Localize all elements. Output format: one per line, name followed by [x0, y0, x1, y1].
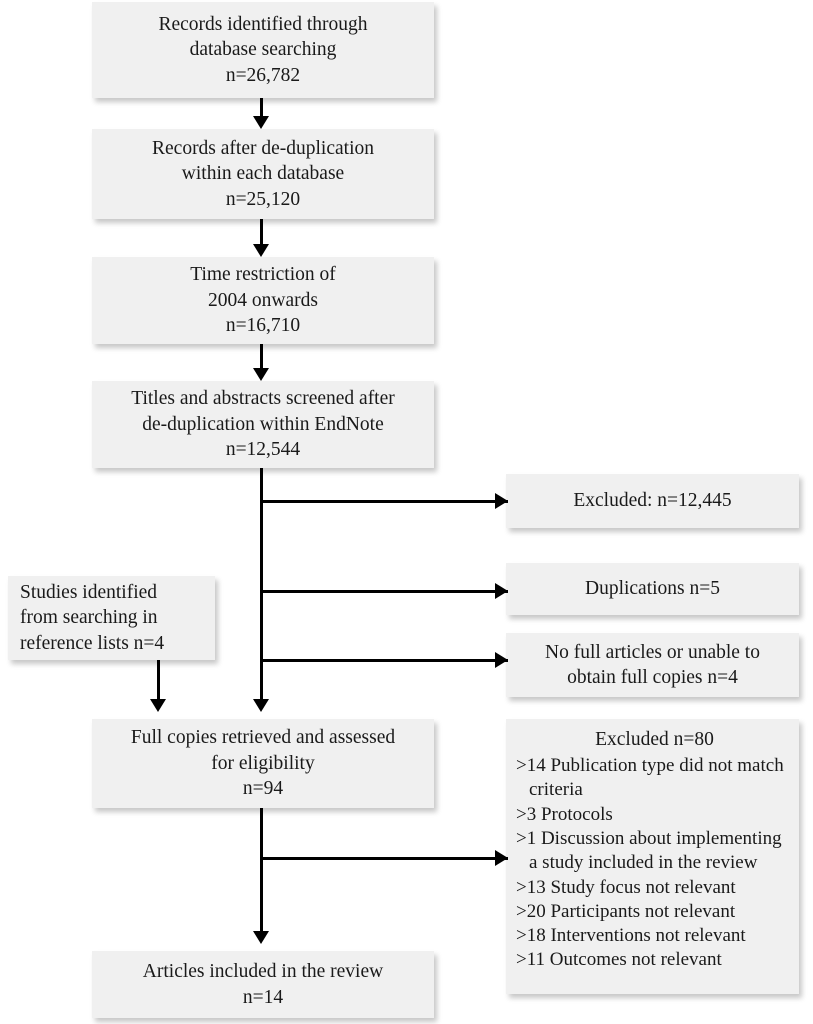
exclusion-reason: >11 Outcomes not relevant — [516, 949, 722, 971]
box-articles-included-line2: n=14 — [242, 986, 284, 1008]
box-full-copies-line2: for eligibility — [211, 752, 315, 774]
connector-spine-screening — [260, 468, 263, 700]
box-reference-lists-line1: Studies identified — [20, 581, 158, 603]
connector-to-excluded-screening — [260, 500, 508, 503]
box-time-restriction-line1: Time restriction of — [190, 264, 336, 286]
box-reference-lists-line2: from searching in — [20, 607, 158, 629]
box-records-identified-line2: database searching — [189, 39, 337, 61]
box-records-identified-line1: Records identified through — [158, 13, 368, 35]
connector-identified-to-dedup — [260, 98, 263, 118]
box-full-copies-line1: Full copies retrieved and assessed — [130, 727, 396, 749]
box-full-copies-line3: n=94 — [242, 778, 284, 800]
exclusion-reason: >1 Discussion about implementing a study… — [516, 827, 782, 874]
box-no-full-articles-line2: obtain full copies n=4 — [567, 667, 738, 688]
box-excluded-eligibility-title: Excluded n=80 — [595, 729, 714, 750]
box-records-after-dedup-line1: Records after de-duplication — [152, 137, 374, 159]
exclusion-reason: >18 Interventions not relevant — [516, 925, 746, 947]
arrowhead-reference-lists-to-full-copies — [150, 699, 166, 712]
arrowhead-time-to-titles — [253, 368, 269, 381]
connector-to-no-full-articles — [260, 659, 508, 662]
box-no-full-articles: No full articles or unable to obtain ful… — [506, 633, 799, 697]
exclusion-reason: >14 Publication type did not match crite… — [516, 754, 784, 801]
exclusion-reason: >3 Protocols — [516, 803, 613, 825]
arrowhead-spine-to-full-copies — [253, 699, 269, 712]
box-excluded-eligibility: Excluded n=80 >14 Publication type did n… — [506, 719, 799, 994]
arrowhead-identified-to-dedup — [253, 116, 269, 129]
box-excluded-screening: Excluded: n=12,445 — [506, 474, 799, 528]
connector-dedup-to-time — [260, 219, 263, 244]
box-articles-included: Articles included in the review n=14 — [92, 951, 434, 1018]
box-time-restriction-line2: 2004 onwards — [208, 289, 318, 311]
box-records-after-dedup: Records after de-duplication within each… — [92, 129, 434, 219]
exclusion-reason: >13 Study focus not relevant — [516, 876, 736, 898]
box-titles-abstracts-line2: de-duplication within EndNote — [142, 413, 384, 435]
box-time-restriction-line3: n=16,710 — [225, 315, 301, 337]
arrowhead-to-duplications — [495, 583, 508, 599]
connector-spine-eligibility — [260, 808, 263, 932]
exclusion-reason: >20 Participants not relevant — [516, 900, 736, 922]
box-full-copies-assessed: Full copies retrieved and assessed for e… — [92, 719, 434, 808]
box-excluded-screening-line1: Excluded: n=12,445 — [573, 490, 732, 512]
box-records-after-dedup-line3: n=25,120 — [225, 188, 301, 210]
box-no-full-articles-line1: No full articles or unable to — [545, 641, 760, 663]
connector-to-duplications — [260, 590, 508, 593]
box-records-after-dedup-line2: within each database — [181, 163, 345, 185]
arrowhead-to-excluded-eligibility — [495, 850, 508, 866]
connector-reference-lists-to-full-copies — [157, 660, 160, 701]
box-records-identified-line3: n=26,782 — [225, 64, 301, 86]
arrowhead-dedup-to-time — [253, 244, 269, 257]
box-records-identified: Records identified through database sear… — [92, 2, 434, 98]
box-titles-abstracts-line1: Titles and abstracts screened after — [131, 388, 395, 410]
box-duplications-line1: Duplications n=5 — [584, 578, 721, 600]
connector-time-to-titles — [260, 344, 263, 369]
box-titles-abstracts-line3: n=12,544 — [225, 439, 301, 461]
box-time-restriction: Time restriction of 2004 onwards n=16,71… — [92, 257, 434, 344]
arrowhead-to-no-full-articles — [495, 652, 508, 668]
arrowhead-spine-to-included — [253, 931, 269, 944]
box-studies-from-reference-lists: Studies identified from searching in ref… — [8, 576, 215, 660]
box-titles-abstracts-screened: Titles and abstracts screened after de-d… — [92, 381, 434, 468]
box-articles-included-line1: Articles included in the review — [142, 961, 384, 983]
arrowhead-to-excluded-screening — [495, 493, 508, 509]
connector-to-excluded-eligibility — [260, 857, 508, 860]
box-duplications: Duplications n=5 — [506, 563, 799, 615]
box-reference-lists-line3: reference lists n=4 — [20, 632, 165, 654]
